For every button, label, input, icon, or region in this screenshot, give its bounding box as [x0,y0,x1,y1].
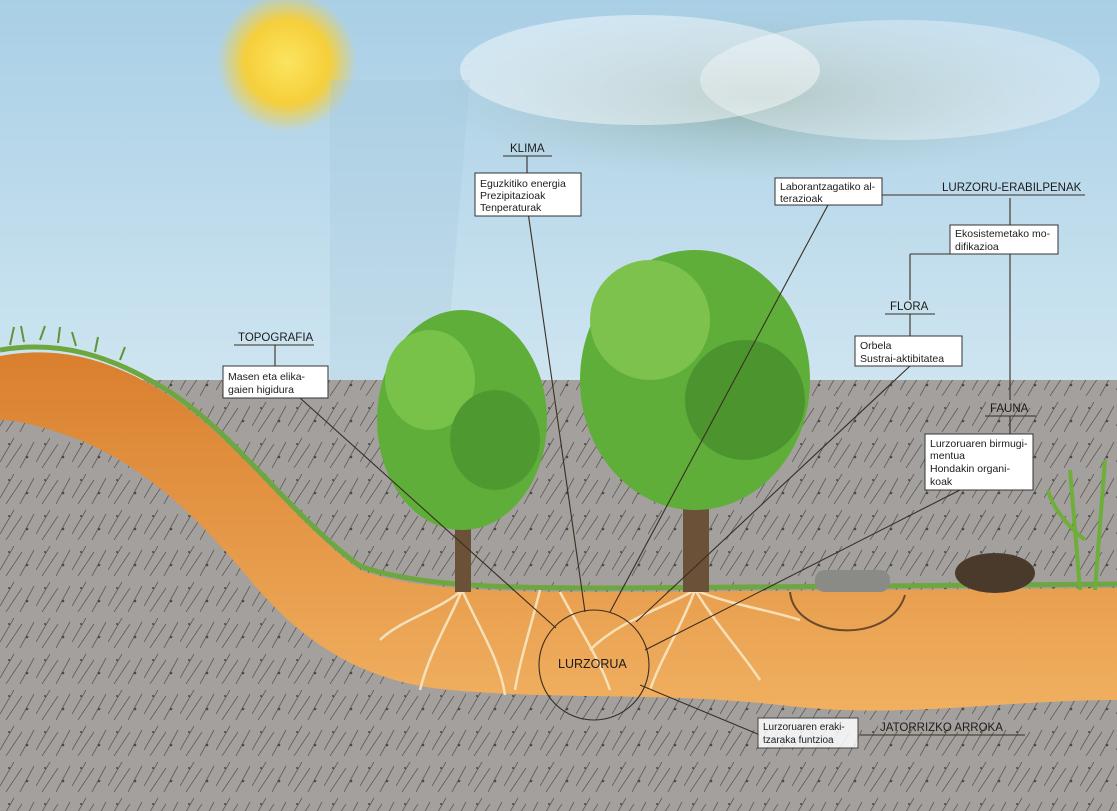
fauna-line-1: Lurzoruaren birmugi- [930,438,1028,450]
erabilpenak-title: LURZORU-ERABILPENAK [942,182,1082,194]
klima-line-3: Tenperaturak [480,202,542,214]
flora-line-2: Sustrai-aktibitatea [860,353,944,365]
flora-title: FLORA [890,301,929,313]
klima-line-1: Eguzkitiko energia [480,178,566,190]
lurzorua-label: LURZORUA [558,657,627,671]
parent-line-2: tzaraka funtzioa [763,735,834,746]
arroka-label: JATORRIZKO ARROKA [880,722,1003,734]
klima-line-2: Prezipitazioak [480,190,546,202]
topografia-line-2: gaien higidura [228,384,294,396]
topografia-line-1: Masen eta elika- [228,371,306,383]
log [815,570,890,592]
fauna-line-3: Hondakin organi- [930,463,1010,475]
topografia-title: TOPOGRAFIA [238,332,314,344]
ekosistema-line-1: Ekosistemetako mo- [955,228,1051,240]
fauna-title: FAUNA [990,403,1029,415]
laborantza-line-1: Laborantzagatiko al- [780,181,876,193]
fauna-line-4: koak [930,476,953,488]
laborantza-line-2: terazioak [780,193,823,205]
boar [955,553,1035,593]
parent-line-1: Lurzoruaren eraki- [763,722,845,733]
fauna-line-2: mentua [930,450,965,462]
klima-title: KLIMA [510,143,545,155]
flora-line-1: Orbela [860,340,892,352]
ekosistema-line-2: difikazioa [955,241,999,253]
